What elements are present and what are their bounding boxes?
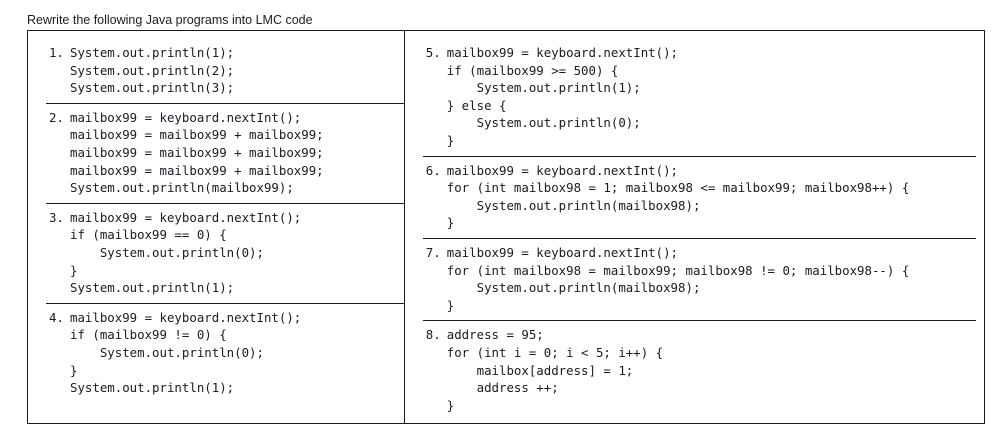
- item-code: mailbox99 = keyboard.nextInt(); if (mail…: [70, 309, 302, 396]
- item-code: mailbox99 = keyboard.nextInt(); if (mail…: [446, 45, 679, 148]
- item-number: 4.: [49, 309, 64, 325]
- item-number: 8.: [425, 327, 441, 343]
- exercise-item-3: 3. mailbox99 = keyboard.nextInt(); if (m…: [46, 204, 404, 304]
- item-number: 7.: [425, 244, 441, 260]
- exercise-item-1: 1. System.out.println(1); System.out.pri…: [46, 39, 404, 104]
- exercise-item-6: 6. mailbox99 = keyboard.nextInt(); for (…: [422, 157, 976, 239]
- left-column: 1. System.out.println(1); System.out.pri…: [28, 31, 405, 423]
- item-number: 2.: [49, 109, 64, 125]
- item-number: 5.: [425, 45, 441, 60]
- exercise-item-8: 8. address = 95; for (int i = 0; i < 5; …: [423, 321, 976, 420]
- item-code: mailbox99 = keyboard.nextInt(); if (mail…: [70, 209, 302, 296]
- page-title: Rewrite the following Java programs into…: [27, 13, 313, 27]
- item-code: mailbox99 = keyboard.nextInt(); for (int…: [446, 162, 910, 231]
- right-column-spacer: [423, 420, 976, 423]
- left-column-spacer: [46, 403, 404, 423]
- exercise-table: 1. System.out.println(1); System.out.pri…: [27, 30, 985, 424]
- item-number: 6.: [425, 162, 441, 178]
- item-code: mailbox99 = keyboard.nextInt(); mailbox9…: [70, 109, 324, 196]
- item-code: mailbox99 = keyboard.nextInt(); for (int…: [446, 244, 910, 313]
- item-number: 3.: [49, 209, 64, 225]
- item-code: address = 95; for (int i = 0; i < 5; i++…: [446, 327, 664, 413]
- exercise-item-7: 7. mailbox99 = keyboard.nextInt(); for (…: [422, 239, 976, 322]
- exercise-item-5: 5. mailbox99 = keyboard.nextInt(); if (m…: [422, 39, 976, 157]
- item-number: 1.: [49, 45, 64, 60]
- item-code: System.out.println(1); System.out.printl…: [70, 45, 235, 96]
- right-column: 5. mailbox99 = keyboard.nextInt(); if (m…: [405, 31, 984, 423]
- exercise-item-2: 2. mailbox99 = keyboard.nextInt(); mailb…: [46, 104, 404, 204]
- exercise-item-4: 4. mailbox99 = keyboard.nextInt(); if (m…: [46, 304, 404, 403]
